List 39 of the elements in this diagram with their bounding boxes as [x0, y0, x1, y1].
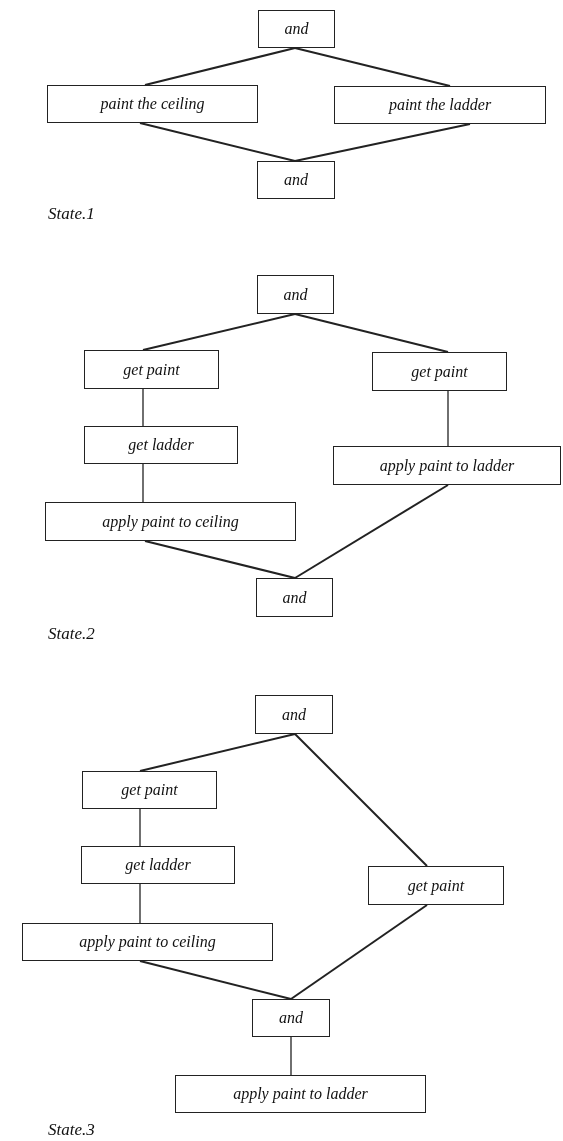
connector-line — [142, 313, 296, 351]
process-box: get ladder — [84, 426, 238, 464]
process-box: and — [257, 275, 334, 314]
connector-line — [294, 313, 449, 353]
connector-line — [139, 733, 296, 772]
connector-line — [139, 883, 141, 924]
state-caption: State.2 — [48, 624, 95, 644]
connector-line — [294, 47, 451, 87]
process-box: get paint — [84, 350, 219, 389]
connector-line — [290, 904, 428, 1000]
connector-line — [294, 123, 471, 162]
process-box: and — [256, 578, 333, 617]
process-box: apply paint to ladder — [333, 446, 561, 485]
process-box: get ladder — [81, 846, 235, 884]
connector-line — [142, 388, 144, 427]
connector-line — [139, 808, 141, 847]
process-box: and — [255, 695, 333, 734]
connector-line — [142, 463, 144, 503]
connector-line — [294, 733, 428, 867]
process-box: get paint — [368, 866, 504, 905]
process-box: get paint — [82, 771, 217, 809]
connector-line — [294, 484, 449, 579]
connector-line — [447, 390, 449, 447]
connector-line — [290, 1036, 292, 1076]
process-box: paint the ladder — [334, 86, 546, 124]
process-box: paint the ceiling — [47, 85, 258, 123]
process-box: apply paint to ladder — [175, 1075, 426, 1113]
state-caption: State.3 — [48, 1120, 95, 1140]
connector-line — [144, 47, 296, 86]
process-box: and — [258, 10, 335, 48]
state-caption: State.1 — [48, 204, 95, 224]
process-box: apply paint to ceiling — [22, 923, 273, 961]
connector-line — [139, 122, 296, 162]
connector-line — [144, 540, 296, 579]
connector-line — [139, 960, 292, 1000]
process-box: apply paint to ceiling — [45, 502, 296, 541]
process-box: get paint — [372, 352, 507, 391]
process-box: and — [252, 999, 330, 1037]
process-box: and — [257, 161, 335, 199]
